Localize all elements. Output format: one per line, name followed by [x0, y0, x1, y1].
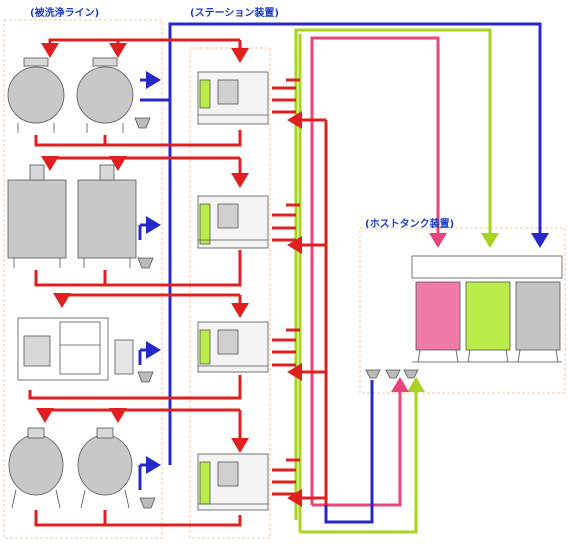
pump-icon [134, 117, 151, 129]
host-frame [411, 255, 563, 279]
process-module [17, 317, 134, 381]
host-tank-box [359, 227, 566, 394]
station-box [189, 47, 271, 539]
red-lines [28, 38, 328, 527]
tank-icon [76, 57, 134, 133]
station-unit [197, 453, 269, 511]
station-label: (ステーション装置) [190, 8, 279, 19]
tank-icon [415, 281, 461, 363]
cleaned-line-box [3, 19, 163, 539]
tank-icon [515, 281, 561, 363]
station-unit [197, 71, 269, 125]
station-unit [197, 195, 269, 249]
tank-icon [7, 57, 65, 133]
pump-icon [365, 369, 381, 379]
pink-loop [310, 36, 447, 507]
cleaned-equipment [7, 57, 156, 509]
tank-icon [8, 427, 64, 509]
tank-icon [7, 164, 67, 268]
pump-icon [403, 369, 419, 379]
pump-icon [385, 369, 401, 379]
host-tank-label: (ホストタンク装置) [365, 219, 455, 230]
blue-lines [138, 22, 549, 524]
cleaned-line-label: (被洗浄ライン) [30, 8, 100, 19]
tank-icon [77, 427, 133, 509]
tank-icon [77, 164, 137, 268]
pump-icon [137, 257, 154, 269]
tank-icon [465, 281, 511, 363]
host-tanks [365, 255, 563, 379]
station-units [197, 71, 269, 511]
pump-icon [139, 497, 156, 509]
station-unit [197, 321, 269, 373]
group-boxes [3, 19, 566, 539]
pump-icon [137, 371, 154, 383]
